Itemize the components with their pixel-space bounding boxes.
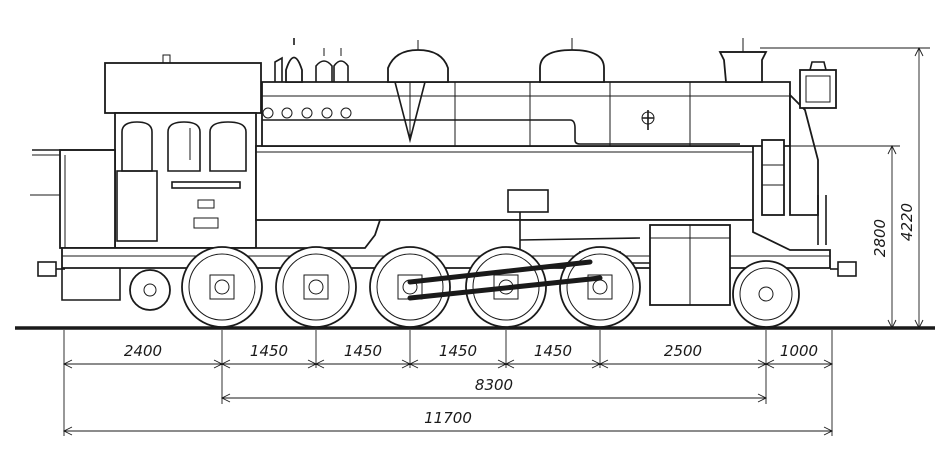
safety-valve-1: [315, 60, 333, 82]
chimney: [718, 51, 768, 83]
spacing-label-5: 1450: [534, 342, 572, 360]
coupling-rod: [407, 275, 603, 301]
length-dimensions: 2400 1450 1450 1450 1450 2500 1000 8300 …: [62, 330, 834, 436]
rods: [407, 237, 641, 301]
steam-dome: [539, 49, 605, 83]
smokebox-front: [789, 92, 819, 216]
safety-valve-2: [333, 60, 349, 82]
height-total-label: 4220: [898, 203, 916, 241]
spacing-label-1: 2400: [124, 342, 162, 360]
front-buffer: [837, 261, 857, 277]
cab-side: [114, 112, 257, 249]
cab-roof: [104, 62, 262, 114]
frame: [37, 195, 857, 306]
spacing-label-2: 1450: [250, 342, 288, 360]
front-pony-wheel: [732, 260, 800, 328]
cab: [104, 62, 262, 249]
connecting-rod: [407, 259, 593, 285]
wheels: [129, 246, 800, 328]
radius-rod: [519, 237, 641, 241]
driving-wheel-1: [181, 246, 263, 328]
driving-wheel-2: [275, 246, 357, 328]
side-tank: [255, 145, 754, 221]
cab-window-middle: [167, 121, 201, 172]
rear-trailing-wheel: [129, 269, 171, 311]
cab-door: [116, 170, 158, 242]
side-tank-body: [255, 145, 754, 221]
boiler-fittings: [162, 38, 837, 216]
cab-plate: [171, 181, 241, 189]
height-axis-label: 2800: [871, 219, 889, 257]
driving-wheel-5: [559, 246, 641, 328]
whistle: [285, 56, 303, 83]
overall-length-label: 11700: [424, 409, 472, 427]
cab-window-door: [121, 121, 153, 172]
coal-bunker: [30, 149, 116, 249]
spacing-label-6: 2500: [664, 342, 702, 360]
air-pump: [761, 139, 785, 216]
spacing-label-7: 1000: [780, 342, 818, 360]
spacing-label-4: 1450: [439, 342, 477, 360]
sand-dome: [387, 49, 449, 83]
rear-buffer: [37, 261, 57, 277]
cab-window-front: [209, 121, 247, 172]
driving-wheel-3: [369, 246, 451, 328]
wheelbase-label: 8300: [475, 376, 513, 394]
reversing-gear: [507, 189, 549, 213]
spacing-label-3: 1450: [344, 342, 382, 360]
height-dimensions: 4220 2800: [760, 46, 930, 330]
